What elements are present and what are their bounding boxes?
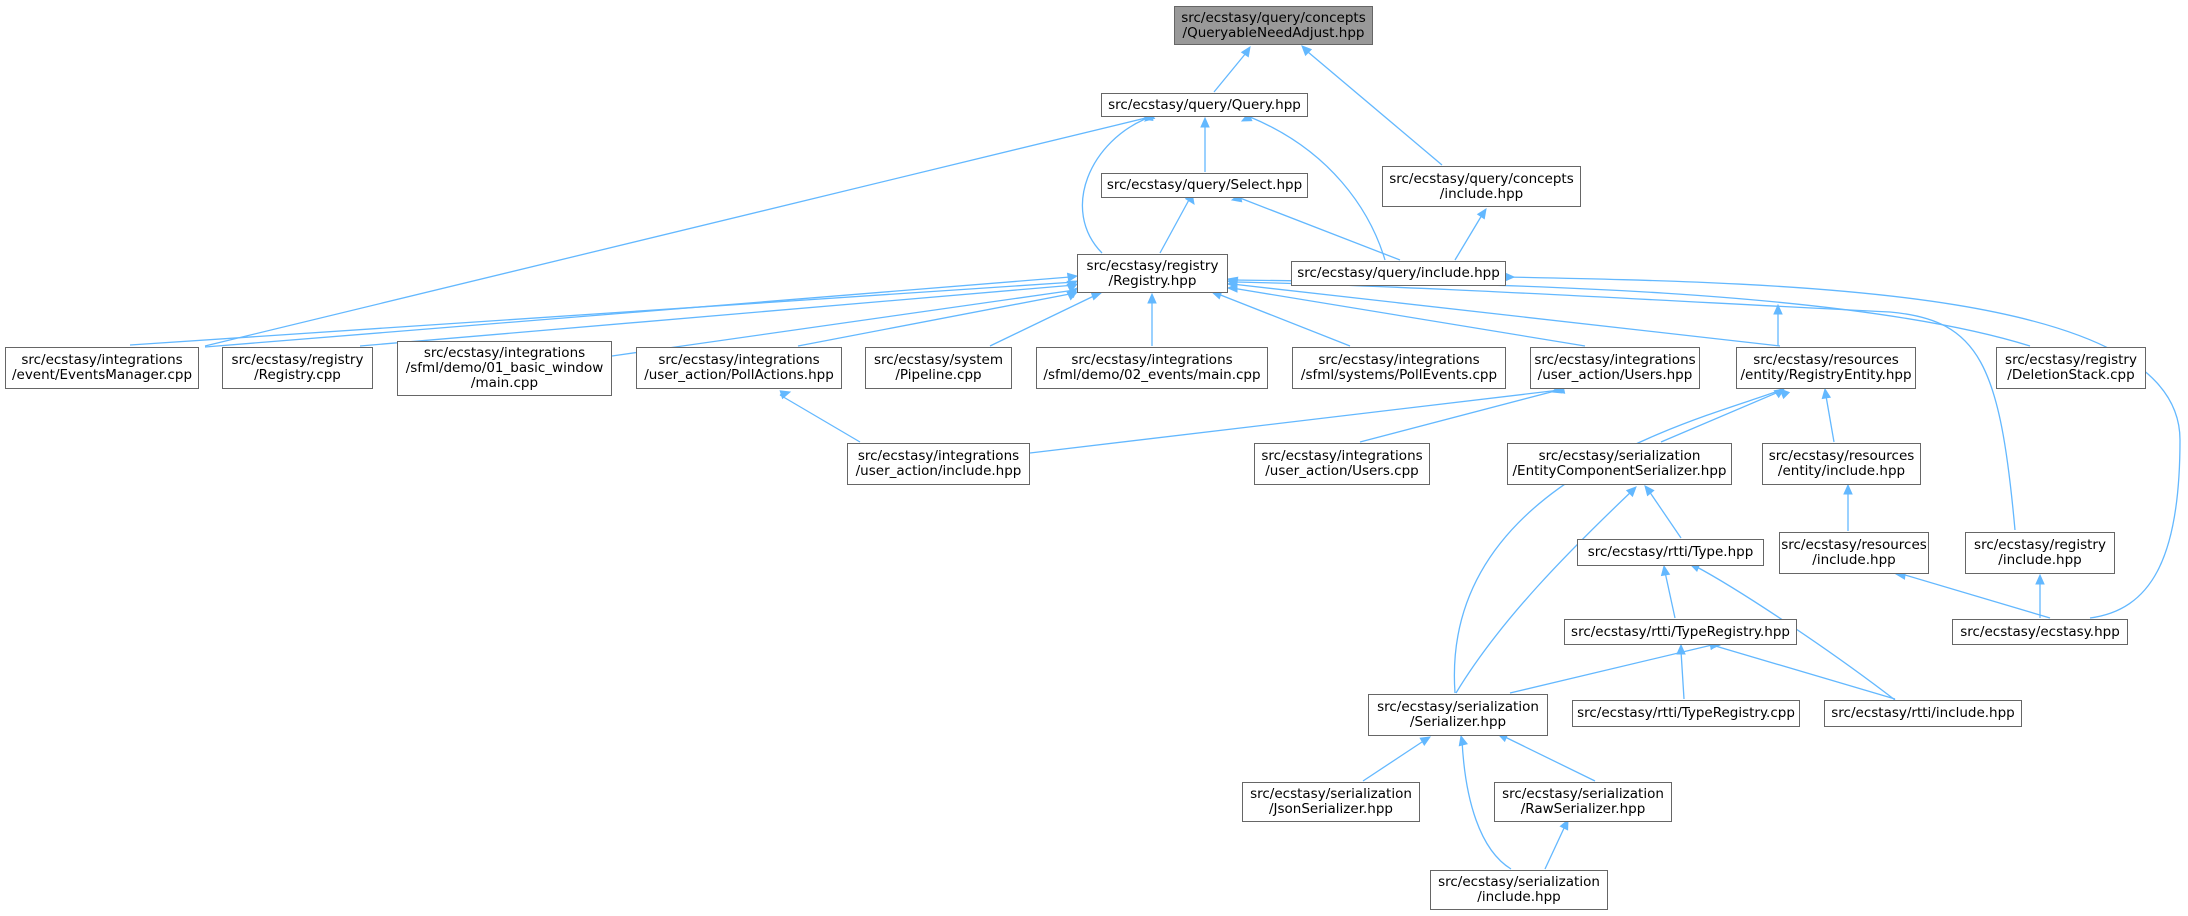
node-pipeline[interactable]: src/ecstasy/system /Pipeline.cpp xyxy=(865,347,1012,389)
dependency-edge-connector xyxy=(1231,279,1237,282)
node-events-02[interactable]: src/ecstasy/integrations /sfml/demo/02_e… xyxy=(1036,347,1268,389)
node-resources-include[interactable]: src/ecstasy/resources /include.hpp xyxy=(1779,532,1929,574)
arrowhead xyxy=(1066,291,1079,301)
dependency-edge-connector xyxy=(1776,390,1782,395)
arrowhead xyxy=(1240,45,1251,58)
dependency-edge-connector xyxy=(1421,739,1426,743)
dependency-edges xyxy=(129,45,2181,870)
dependency-edge xyxy=(1217,293,1351,347)
dependency-edge-connector xyxy=(1563,825,1566,829)
dependency-edge-connector xyxy=(1780,389,1787,396)
dependency-edge-connector xyxy=(1694,565,1699,568)
dependency-edge xyxy=(204,116,1151,347)
dependency-edge xyxy=(1239,197,1401,261)
dependency-edge xyxy=(1213,52,1247,93)
dependency-edge xyxy=(1664,571,1676,619)
dependency-edge xyxy=(611,289,1076,357)
dependency-edge-connector xyxy=(1504,736,1507,739)
node-type-registry-hpp[interactable]: src/ecstasy/rtti/TypeRegistry.hpp xyxy=(1564,619,1797,645)
dependency-edge xyxy=(1660,390,1782,443)
node-poll-actions[interactable]: src/ecstasy/integrations /user_action/Po… xyxy=(636,347,842,389)
node-concepts-include[interactable]: src/ecstasy/query/concepts /include.hpp xyxy=(1382,166,1581,207)
node-type-hpp[interactable]: src/ecstasy/rtti/Type.hpp xyxy=(1577,539,1764,566)
node-poll-events[interactable]: src/ecstasy/integrations /sfml/systems/P… xyxy=(1292,347,1506,389)
node-queryable-need-adjust: src/ecstasy/query/concepts /QueryableNee… xyxy=(1174,6,1373,45)
dependency-edge-connector xyxy=(1648,490,1652,494)
dependency-edge xyxy=(1307,51,1443,166)
node-users-hpp[interactable]: src/ecstasy/integrations /user_action/Us… xyxy=(1530,347,1700,389)
node-users-cpp[interactable]: src/ecstasy/integrations /user_action/Us… xyxy=(1254,443,1430,485)
node-rtti-include[interactable]: src/ecstasy/rtti/include.hpp xyxy=(1824,700,2022,727)
node-json-serializer[interactable]: src/ecstasy/serialization /JsonSerialize… xyxy=(1242,782,1420,822)
node-deletion-stack[interactable]: src/ecstasy/registry /DeletionStack.cpp xyxy=(1996,347,2146,389)
dependency-edge xyxy=(1231,287,1586,347)
dependency-edge xyxy=(1711,644,1896,700)
dependency-edge-connector xyxy=(1217,293,1221,296)
node-entity-component-serializer[interactable]: src/ecstasy/serialization /EntityCompone… xyxy=(1507,443,1732,485)
node-query-include[interactable]: src/ecstasy/query/include.hpp xyxy=(1291,261,1506,286)
node-registry-include[interactable]: src/ecstasy/registry /include.hpp xyxy=(1965,532,2115,574)
node-registry-cpp[interactable]: src/ecstasy/registry /Registry.cpp xyxy=(222,347,373,389)
dependency-edge xyxy=(1249,116,1386,261)
dependency-edge xyxy=(1454,214,1483,261)
dependency-edge xyxy=(1680,650,1685,700)
node-serialization-include[interactable]: src/ecstasy/serialization /include.hpp xyxy=(1430,870,1608,910)
dependency-edge xyxy=(1231,283,1781,347)
node-registry-entity[interactable]: src/ecstasy/resources /entity/RegistryEn… xyxy=(1736,347,1916,389)
dependency-edge xyxy=(1648,490,1682,539)
dependency-edge xyxy=(1081,116,1151,254)
arrowhead xyxy=(1458,734,1468,747)
dependency-edge xyxy=(1029,389,1561,454)
dependency-edge xyxy=(359,284,1076,347)
node-registry[interactable]: src/ecstasy/registry /Registry.hpp xyxy=(1077,254,1228,293)
node-type-registry-cpp[interactable]: src/ecstasy/rtti/TypeRegistry.cpp xyxy=(1572,700,1800,727)
arrowhead xyxy=(1504,272,1516,282)
arrowhead xyxy=(1419,736,1432,747)
dependency-edge xyxy=(1231,279,2031,347)
node-select[interactable]: src/ecstasy/query/Select.hpp xyxy=(1101,173,1308,198)
dependency-edge-connector xyxy=(1068,284,1076,289)
dependency-edge xyxy=(1362,739,1426,782)
arrowhead xyxy=(1226,276,1239,286)
node-raw-serializer[interactable]: src/ecstasy/serialization /RawSerializer… xyxy=(1494,782,1672,822)
dependency-edge xyxy=(1159,197,1191,254)
node-events-manager[interactable]: src/ecstasy/integrations /event/EventsMa… xyxy=(5,347,199,389)
dependency-edge-connector xyxy=(1629,489,1634,494)
node-serializer[interactable]: src/ecstasy/serialization /Serializer.hp… xyxy=(1368,694,1548,736)
dependency-edge-connector xyxy=(1068,292,1076,297)
dependency-edge xyxy=(1455,489,1634,694)
dependency-edge xyxy=(1359,390,1556,443)
dependency-edge xyxy=(989,293,1099,347)
dependency-edge xyxy=(1825,395,1835,443)
dependency-edge xyxy=(779,394,861,443)
node-basic-window[interactable]: src/ecstasy/integrations /sfml/demo/01_b… xyxy=(397,341,612,396)
dependency-edge-connector xyxy=(1554,388,1561,392)
arrowhead xyxy=(1476,207,1487,220)
dependency-edge-connector xyxy=(1092,293,1099,297)
dependency-edge xyxy=(204,276,1071,348)
dependency-edge xyxy=(1544,825,1566,870)
dependency-edge xyxy=(797,292,1076,347)
node-ecstasy[interactable]: src/ecstasy/ecstasy.hpp xyxy=(1952,619,2128,645)
node-entity-include[interactable]: src/ecstasy/resources /entity/include.hp… xyxy=(1762,443,1921,485)
dependency-edge xyxy=(1904,574,2051,619)
dependency-edge xyxy=(1231,281,2016,531)
node-user-action-include[interactable]: src/ecstasy/integrations /user_action/in… xyxy=(847,443,1030,485)
dependency-edge xyxy=(129,281,1076,346)
dependency-edge xyxy=(1461,739,1512,870)
dependency-edge xyxy=(1504,736,1596,782)
dependency-edge-connector xyxy=(1461,739,1464,745)
dependency-edge-connector xyxy=(1244,52,1247,55)
dependency-edge-connector xyxy=(1480,214,1483,217)
node-query[interactable]: src/ecstasy/query/Query.hpp xyxy=(1101,93,1308,117)
